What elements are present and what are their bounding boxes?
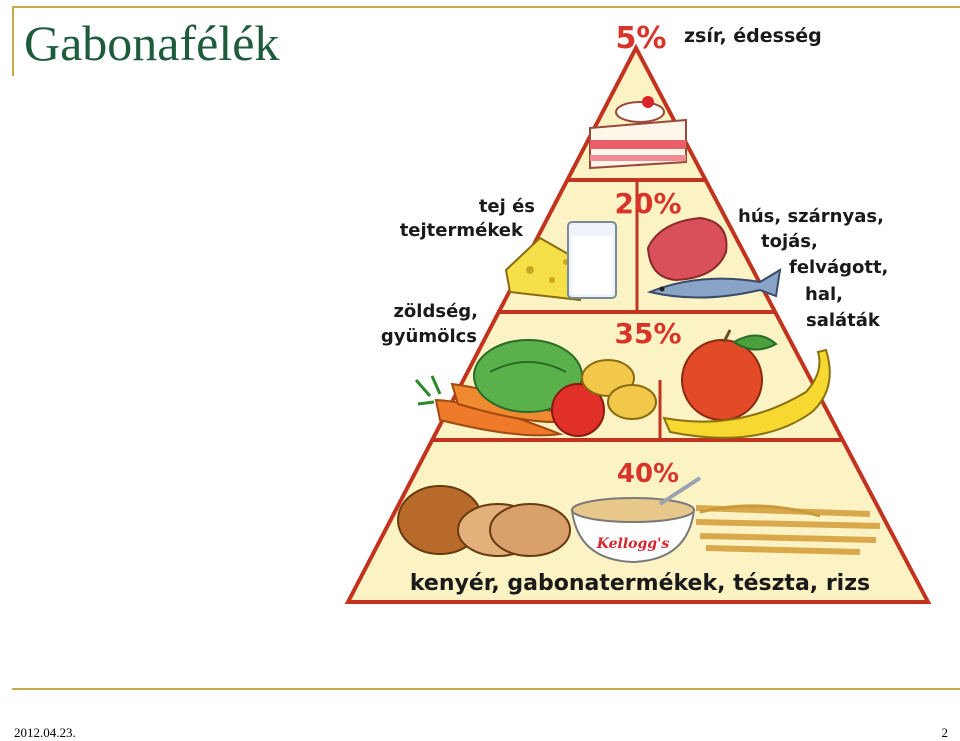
bread-icon bbox=[397, 485, 571, 557]
protein-label-line-4: hal, bbox=[805, 284, 843, 305]
tier-4-percent: 40% bbox=[617, 459, 679, 489]
protein-label-line-1: hús, szárnyas, bbox=[738, 206, 884, 227]
pyramid-outline bbox=[344, 43, 932, 604]
pasta-icon bbox=[695, 504, 881, 555]
left-rule bbox=[12, 6, 14, 76]
top-rule bbox=[12, 6, 960, 8]
cheese-icon bbox=[504, 236, 584, 302]
dairy-label-line-2: tejtermékek bbox=[400, 220, 524, 241]
banana-icon bbox=[662, 348, 831, 439]
bowl-brand-text: Kellogg's bbox=[596, 536, 670, 552]
page-number: 2 bbox=[941, 725, 949, 740]
protein-label-line-2: tojás, bbox=[761, 231, 818, 252]
tier-1-percent: 5% bbox=[616, 21, 667, 56]
fish-icon bbox=[646, 268, 782, 299]
protein-label-line-5: saláták bbox=[806, 310, 881, 331]
tier-2-percent: 20% bbox=[614, 187, 681, 220]
milk-glass-icon bbox=[567, 221, 617, 299]
produce-label-line-1: zöldség, bbox=[393, 301, 478, 322]
footer-date: 2012.04.23. bbox=[14, 725, 76, 740]
meat-icon bbox=[646, 216, 728, 282]
dairy-label-line-1: tej és bbox=[479, 196, 535, 217]
tomato-icon bbox=[551, 383, 605, 437]
tier-1-label: zsír, édesség bbox=[684, 25, 822, 47]
slide-title: Gabonafélék bbox=[24, 15, 280, 71]
protein-label-line-3: felvágott, bbox=[789, 257, 888, 278]
bottom-rule bbox=[12, 688, 960, 690]
tier-3-percent: 35% bbox=[614, 317, 681, 350]
potato-icon bbox=[581, 359, 657, 420]
cake-icon bbox=[589, 96, 687, 170]
apple-icon bbox=[681, 329, 778, 421]
tier-4-label: kenyér, gabonatermékek, tészta, rizs bbox=[410, 571, 870, 596]
cereal-bowl-icon: Kellogg's bbox=[570, 476, 702, 564]
produce-label-line-2: gyümölcs bbox=[381, 326, 477, 347]
